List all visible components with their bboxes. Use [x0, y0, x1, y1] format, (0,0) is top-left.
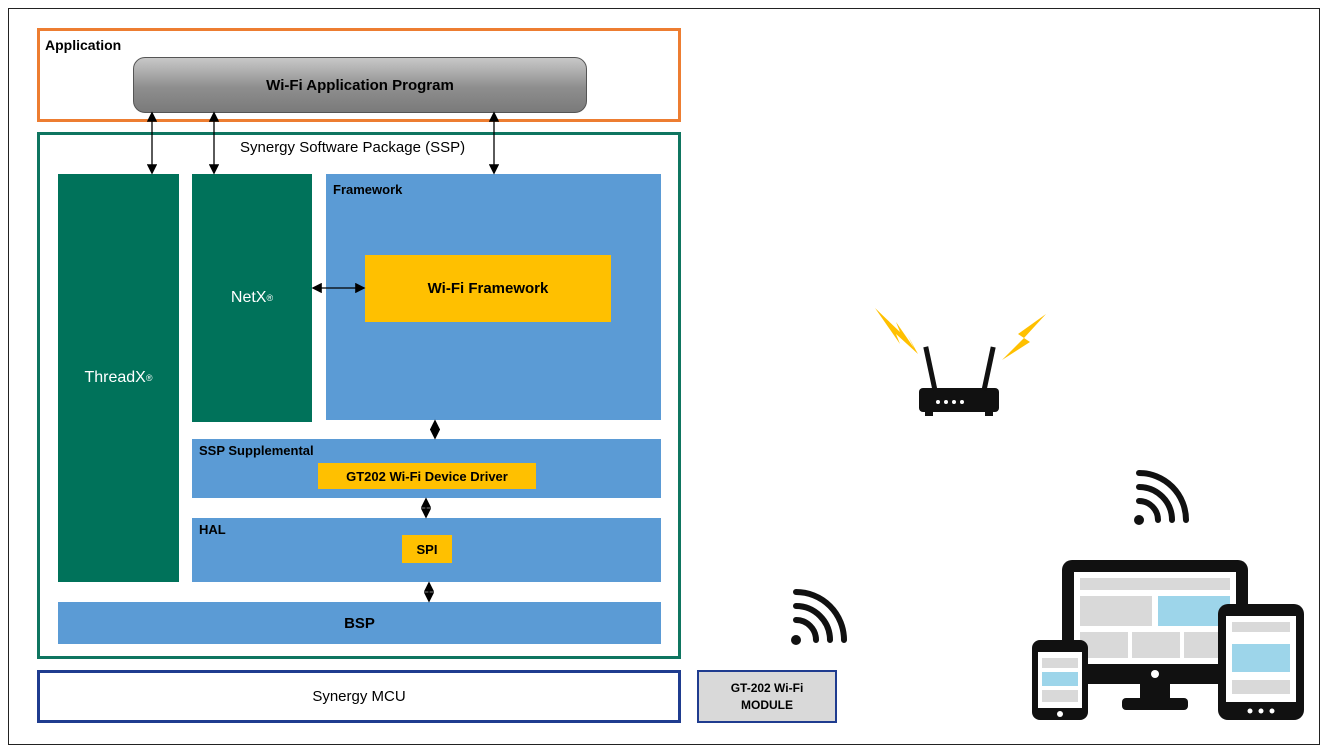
netx-label: NetX — [230, 289, 267, 306]
diagram-frame — [8, 8, 1320, 745]
threadx-block: ThreadX® — [58, 174, 179, 582]
router-icon — [919, 346, 999, 416]
threadx-registered-mark: ® — [145, 373, 153, 383]
framework-label: Framework — [333, 182, 403, 197]
netx-registered-mark: ® — [266, 293, 274, 303]
devices-icon — [1032, 560, 1304, 720]
wifi-application-program: Wi-Fi Application Program — [133, 57, 587, 113]
bsp-block: BSP — [58, 602, 661, 644]
gt202-module: GT-202 Wi-Fi MODULE — [697, 670, 837, 723]
wifi-signal-icon — [1134, 470, 1189, 525]
gt202-module-line1: GT-202 Wi-Fi — [730, 680, 804, 695]
spi-block: SPI — [402, 535, 452, 563]
application-label: Application — [45, 37, 122, 53]
ssp-container — [37, 132, 681, 659]
gt202-driver-block: GT202 Wi-Fi Device Driver — [318, 463, 536, 489]
threadx-label: ThreadX — [84, 369, 146, 386]
hal-label: HAL — [199, 522, 226, 537]
application-layer — [37, 28, 681, 122]
gt202-module-line2: MODULE — [741, 697, 793, 712]
lightning-icon — [1002, 314, 1046, 360]
synergy-mcu: Synergy MCU — [37, 670, 681, 723]
netx-block: NetX® — [192, 174, 312, 422]
lightning-icon — [875, 308, 918, 354]
ssp-supplemental-label: SSP Supplemental — [199, 443, 314, 458]
wifi-framework-block: Wi-Fi Framework — [365, 255, 611, 322]
wifi-signal-icon — [791, 589, 847, 645]
ssp-label: Synergy Software Package (SSP) — [240, 139, 466, 156]
